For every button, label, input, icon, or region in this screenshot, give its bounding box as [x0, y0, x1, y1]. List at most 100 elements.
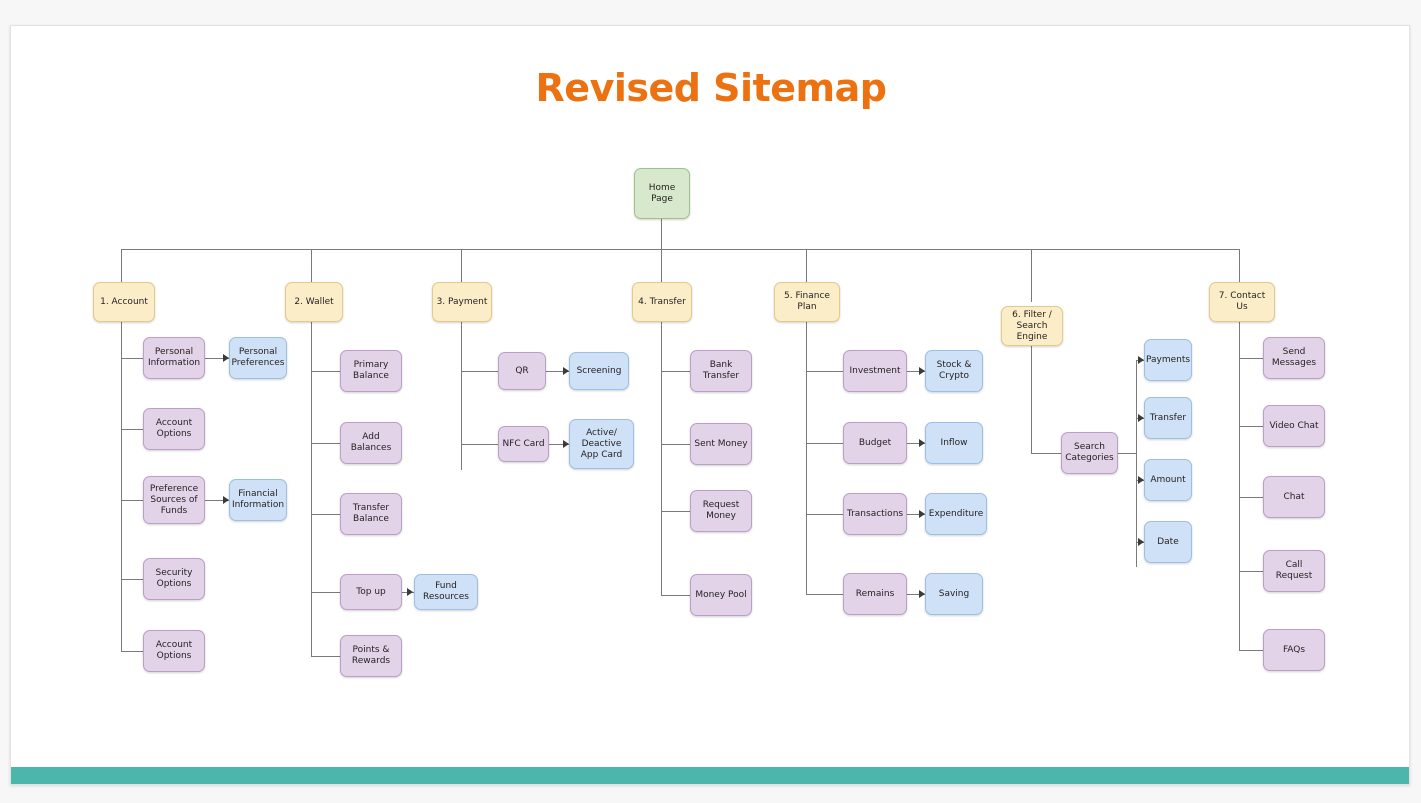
footer-accent-bar [11, 767, 1409, 784]
connector-payment-l3-1 [546, 371, 569, 372]
connector-search-out [1118, 453, 1136, 454]
node-primary-balance[interactable]: Primary Balance [340, 350, 402, 392]
connector-drop-6 [1031, 249, 1032, 302]
node-active-deactive-app-card[interactable]: Active/ Deactive App Card [569, 419, 634, 469]
page-title: Revised Sitemap [535, 66, 887, 110]
connector-wallet-stub-4 [311, 592, 340, 593]
connector-contact-stub-2 [1239, 426, 1263, 427]
node-bank-transfer[interactable]: Bank Transfer [690, 350, 752, 392]
connector-drop-4 [661, 249, 662, 302]
arrow-search-child-1 [1138, 356, 1144, 364]
connector-drop-2 [311, 249, 312, 302]
connector-drop-7 [1239, 249, 1240, 302]
connector-account-stub-1 [121, 358, 143, 359]
arrow-wallet-l3-1 [407, 588, 413, 596]
node-home-page[interactable]: Home Page [634, 168, 690, 219]
node-send-messages[interactable]: Send Messages [1263, 337, 1325, 379]
node-transfer-balance[interactable]: Transfer Balance [340, 493, 402, 535]
connector-wallet-stub-3 [311, 514, 340, 515]
node-payment[interactable]: 3. Payment [432, 282, 492, 322]
connector-drop-1 [121, 249, 122, 302]
connector-wallet-stub-5 [311, 656, 340, 657]
node-budget[interactable]: Budget [843, 422, 907, 464]
connector-finance-stub-3 [806, 514, 843, 515]
connector-finance-l3-2 [907, 443, 925, 444]
node-personal-preferences[interactable]: Personal Preferences [229, 337, 287, 379]
node-add-balances[interactable]: Add Balances [340, 422, 402, 464]
connector-transfer-spine [661, 322, 662, 595]
connector-account-stub-5 [121, 651, 143, 652]
connector-finance-l3-3 [907, 514, 925, 515]
node-investment[interactable]: Investment [843, 350, 907, 392]
node-finance-plan[interactable]: 5. Finance Plan [774, 282, 840, 322]
connector-finance-stub-4 [806, 594, 843, 595]
node-money-pool[interactable]: Money Pool [690, 574, 752, 616]
connector-account-l3-2 [205, 500, 229, 501]
node-transactions[interactable]: Transactions [843, 493, 907, 535]
connector-payment-spine [461, 322, 462, 470]
node-preference-sources-of-funds[interactable]: Preference Sources of Funds [143, 476, 205, 524]
connector-contact-stub-1 [1239, 358, 1263, 359]
connector-wallet-stub-1 [311, 371, 340, 372]
arrow-search-child-3 [1138, 476, 1144, 484]
node-search-categories[interactable]: Search Categories [1061, 432, 1118, 474]
connector-contact-stub-3 [1239, 497, 1263, 498]
arrow-finance-l3-1 [919, 367, 925, 375]
node-expenditure[interactable]: Expenditure [925, 493, 987, 535]
node-qr[interactable]: QR [498, 352, 546, 390]
connector-filter-elbow [1031, 453, 1066, 454]
connector-account-spine [121, 322, 122, 651]
connector-finance-l3-1 [907, 371, 925, 372]
node-search-date[interactable]: Date [1144, 521, 1192, 563]
connector-account-stub-3 [121, 500, 143, 501]
slide-card: Revised Sitemap [10, 25, 1410, 785]
node-account[interactable]: 1. Account [93, 282, 155, 322]
node-call-request[interactable]: Call Request [1263, 550, 1325, 592]
connector-transfer-stub-1 [661, 371, 690, 372]
connector-search-fan [1136, 360, 1137, 567]
node-video-chat[interactable]: Video Chat [1263, 405, 1325, 447]
node-account-options-2[interactable]: Account Options [143, 630, 205, 672]
connector-wallet-stub-2 [311, 443, 340, 444]
arrow-search-child-4 [1138, 538, 1144, 546]
connector-filter-spine [1031, 346, 1032, 453]
connector-contact-stub-4 [1239, 571, 1263, 572]
node-financial-information[interactable]: Financial Information [229, 479, 287, 521]
node-stock-crypto[interactable]: Stock & Crypto [925, 350, 983, 392]
node-personal-information[interactable]: Personal Information [143, 337, 205, 379]
connector-payment-l3-2 [549, 444, 569, 445]
node-account-options-1[interactable]: Account Options [143, 408, 205, 450]
node-nfc-card[interactable]: NFC Card [498, 426, 549, 462]
connector-payment-stub-2 [461, 444, 498, 445]
node-transfer[interactable]: 4. Transfer [632, 282, 692, 322]
node-filter-search-engine[interactable]: 6. Filter / Search Engine [1001, 306, 1063, 346]
node-saving[interactable]: Saving [925, 573, 983, 615]
connector-drop-5 [806, 249, 807, 302]
node-top-up[interactable]: Top up [340, 574, 402, 610]
connector-contact-spine [1239, 322, 1240, 650]
arrow-finance-l3-3 [919, 510, 925, 518]
connector-account-stub-2 [121, 429, 143, 430]
node-points-rewards[interactable]: Points & Rewards [340, 635, 402, 677]
arrow-payment-l3-1 [563, 367, 569, 375]
node-remains[interactable]: Remains [843, 573, 907, 615]
node-inflow[interactable]: Inflow [925, 422, 983, 464]
node-search-amount[interactable]: Amount [1144, 459, 1192, 501]
node-fund-resources[interactable]: Fund Resources [414, 574, 478, 610]
node-sent-money[interactable]: Sent Money [690, 423, 752, 465]
node-chat[interactable]: Chat [1263, 476, 1325, 518]
connector-transfer-stub-4 [661, 595, 690, 596]
node-contact-us[interactable]: 7. Contact Us [1209, 282, 1275, 322]
node-security-options[interactable]: Security Options [143, 558, 205, 600]
node-search-transfer[interactable]: Transfer [1144, 397, 1192, 439]
arrow-account-l3-2 [223, 496, 229, 504]
node-search-payments[interactable]: Payments [1144, 339, 1192, 381]
connector-drop-3 [461, 249, 462, 302]
node-faqs[interactable]: FAQs [1263, 629, 1325, 671]
node-wallet[interactable]: 2. Wallet [285, 282, 343, 322]
connector-finance-stub-1 [806, 371, 843, 372]
node-request-money[interactable]: Request Money [690, 490, 752, 532]
node-screening[interactable]: Screening [569, 352, 629, 390]
connector-finance-stub-2 [806, 443, 843, 444]
